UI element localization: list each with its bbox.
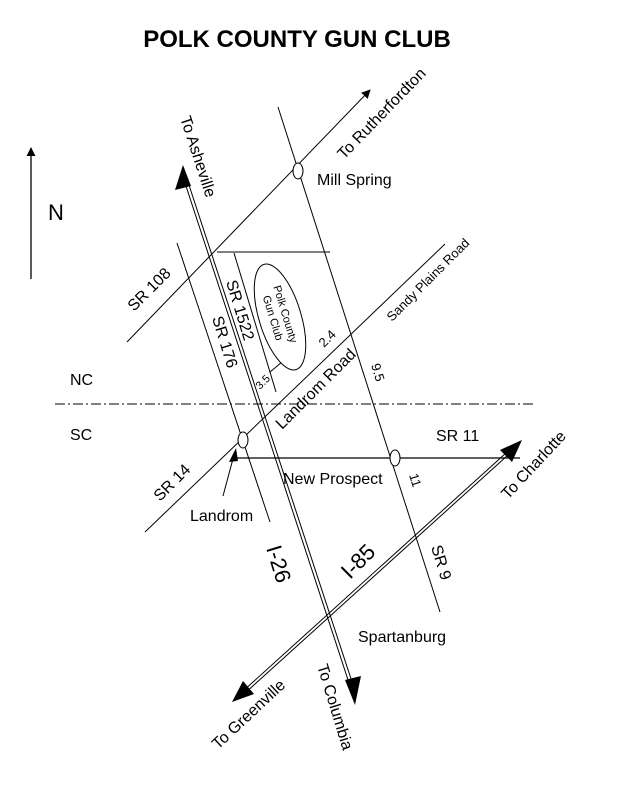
- map-title: POLK COUNTY GUN CLUB: [143, 26, 451, 53]
- label-mill-spring: Mill Spring: [317, 172, 392, 189]
- road-sr1522: [233, 252, 277, 393]
- label-spartanburg: Spartanburg: [358, 629, 446, 646]
- road-i26: [183, 178, 356, 693]
- distance-3-5: 3.5: [254, 373, 273, 392]
- north-label: N: [48, 200, 64, 225]
- distance-2-4: 2.4: [316, 327, 339, 350]
- gun-club-location-marker: [253, 263, 307, 371]
- label-to-charlotte: To Charlotte: [498, 428, 569, 503]
- arrow-to-greenville-icon: [232, 681, 254, 702]
- label-sr108: SR 108: [125, 265, 175, 315]
- town-marker-landrom: [237, 431, 249, 449]
- label-new-prospect: New Prospect: [283, 471, 383, 488]
- road-sr108: [126, 89, 371, 343]
- landrom-pointer-arrow-icon: [229, 448, 238, 462]
- road-sandy-plains-landrom-sr14: [144, 243, 446, 533]
- state-label-nc: NC: [70, 372, 93, 389]
- town-marker-new-prospect: [389, 449, 401, 467]
- label-i26: I-26: [261, 542, 296, 586]
- distance-9-5: 9.5: [368, 361, 388, 383]
- label-sr9: SR 9: [427, 543, 454, 582]
- label-landrom: Landrom: [190, 508, 253, 525]
- town-marker-mill-spring: [292, 162, 304, 180]
- label-to-rutherfordton: To Rutherfordton: [335, 65, 430, 163]
- arrow-to-charlotte-icon: [500, 440, 522, 462]
- road-i85: [241, 452, 509, 695]
- road-club-spur: [269, 361, 283, 373]
- road-sr176: [176, 242, 271, 523]
- label-to-greenville: To Greenville: [209, 677, 289, 753]
- distance-11: 11: [406, 471, 424, 488]
- label-sr11: SR 11: [436, 428, 479, 445]
- arrow-to-asheville-icon: [175, 165, 191, 190]
- label-sandy-plains-road: Sandy Plains Road: [384, 235, 473, 324]
- state-label-sc: SC: [70, 427, 92, 444]
- arrow-to-columbia-icon: [345, 676, 361, 705]
- road-sr9: [277, 106, 441, 613]
- label-to-columbia: To Columbia: [313, 662, 355, 752]
- label-sr14: SR 14: [151, 461, 195, 505]
- landrom-pointer: [222, 454, 235, 497]
